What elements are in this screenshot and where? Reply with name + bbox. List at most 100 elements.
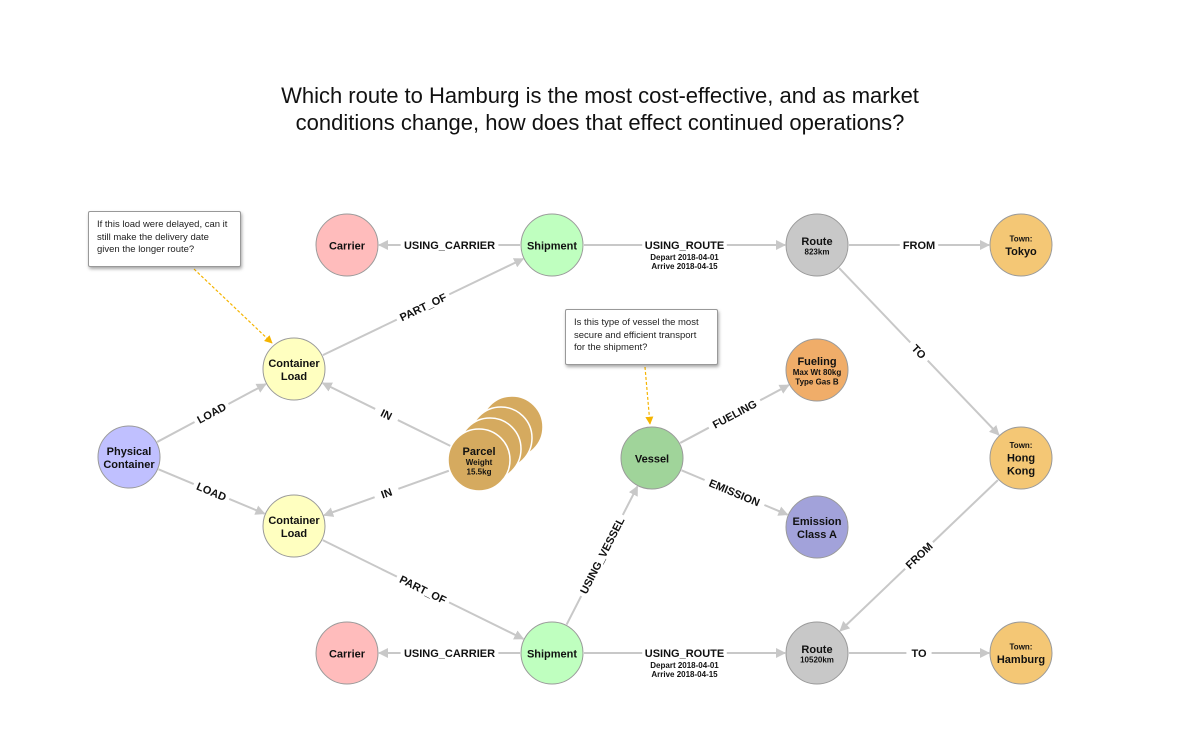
node-circle	[447, 428, 511, 492]
edge-load-top: LOAD	[156, 383, 267, 443]
node-vessel[interactable]: Vessel	[620, 426, 684, 490]
edge-label: TO	[909, 343, 928, 363]
node-label: Load	[281, 371, 307, 383]
node-label: Kong	[1007, 466, 1035, 478]
edge-using-carrier-bottom: USING_CARRIER	[378, 648, 520, 660]
edge-line-end	[227, 383, 267, 405]
node-shipment-bottom[interactable]: Shipment	[520, 621, 584, 685]
edge-label-group: PART_OF	[397, 574, 448, 607]
edge-line-end	[323, 496, 375, 517]
node-label: Route	[801, 236, 832, 248]
node-town-hamburg[interactable]: Town:Hamburg	[989, 621, 1053, 685]
edge-label: EMISSION	[707, 478, 761, 510]
edge-in-bottom: IN	[323, 469, 450, 517]
edge-line-end	[448, 601, 525, 640]
edge-label: LOAD	[195, 401, 228, 426]
node-circle	[785, 495, 849, 559]
edge-from-bottom: FROM	[839, 479, 999, 632]
node-circle	[520, 621, 584, 685]
edge-in-top: IN	[321, 382, 451, 447]
edge-line-end	[448, 257, 525, 296]
note-arrows	[193, 268, 654, 425]
edge-to-hamburg: TO	[849, 648, 990, 660]
edge-line-start	[565, 595, 583, 625]
note-arrow-delayed-load	[193, 268, 273, 344]
edge-label-group: LOAD	[195, 401, 228, 426]
node-shipment-top[interactable]: Shipment	[520, 213, 584, 277]
edge-label: USING_ROUTE	[645, 240, 724, 252]
node-label: 10520km	[800, 656, 834, 665]
edge-line-end	[321, 382, 376, 410]
edge-label: USING_VESSEL	[578, 515, 627, 596]
node-circle	[785, 213, 849, 277]
diagram-title: Which route to Hamburg is the most cost-…	[0, 82, 1200, 136]
edge-line-start	[932, 479, 999, 543]
node-circle	[989, 213, 1053, 277]
edge-line-start	[679, 426, 710, 444]
edge-line-end	[839, 568, 906, 632]
node-circle	[989, 426, 1053, 490]
edge-line-end	[759, 384, 790, 402]
note-arrow-vessel-type	[644, 366, 654, 425]
edge-line-start	[838, 267, 912, 344]
edge-label: IN	[380, 486, 394, 501]
edge-label: USING_CARRIER	[404, 648, 495, 660]
edge-label-group: IN	[378, 408, 393, 424]
edge-label: FUELING	[711, 398, 759, 431]
edge-line-end	[926, 359, 1000, 436]
node-circle	[620, 426, 684, 490]
note-delayed-load-text: If this load were delayed, can it still …	[97, 219, 228, 255]
node-label: Vessel	[635, 454, 669, 466]
edge-line-start	[322, 539, 398, 578]
edge-using-carrier-top: USING_CARRIER	[378, 240, 520, 252]
node-label: Container	[103, 459, 155, 471]
node-label: Shipment	[527, 241, 577, 253]
edge-line-start	[681, 469, 705, 481]
node-label: Town:	[1010, 235, 1033, 244]
edge-label: IN	[378, 408, 393, 424]
edge-label-group: IN	[380, 486, 394, 501]
node-label: Load	[281, 528, 307, 540]
node-circle	[520, 213, 584, 277]
node-label: Max Wt 80kg	[793, 368, 842, 377]
node-circle	[97, 425, 161, 489]
node-label: Physical	[107, 446, 152, 458]
node-label: Type Gas B	[795, 377, 839, 386]
edge-label: PART_OF	[398, 291, 449, 324]
edge-line-start	[156, 421, 196, 443]
edge-label: PART_OF	[397, 574, 448, 607]
edge-line-end	[228, 497, 266, 515]
edge-label-group: FROM	[903, 240, 935, 252]
title-line-2: conditions change, how does that effect …	[295, 110, 905, 135]
edge-label: TO	[911, 648, 927, 660]
node-carrier-top[interactable]: Carrier	[315, 213, 379, 277]
edge-sublabel: Arrive 2018-04-15	[651, 262, 718, 271]
node-label: Shipment	[527, 649, 577, 661]
edge-label-group: FROM	[904, 541, 936, 572]
edge-using-vessel: USING_VESSEL	[565, 485, 639, 625]
node-town-tokyo[interactable]: Town:Tokyo	[989, 213, 1053, 277]
node-label: Emission	[793, 516, 842, 528]
edge-line-start	[397, 419, 451, 447]
node-label: Fueling	[797, 356, 836, 368]
edge-label-group: TO	[911, 648, 927, 660]
node-carrier-bottom[interactable]: Carrier	[315, 621, 379, 685]
edge-label-group: FUELING	[711, 398, 759, 431]
node-label: 823km	[805, 248, 830, 257]
edge-emission: EMISSION	[681, 469, 789, 516]
